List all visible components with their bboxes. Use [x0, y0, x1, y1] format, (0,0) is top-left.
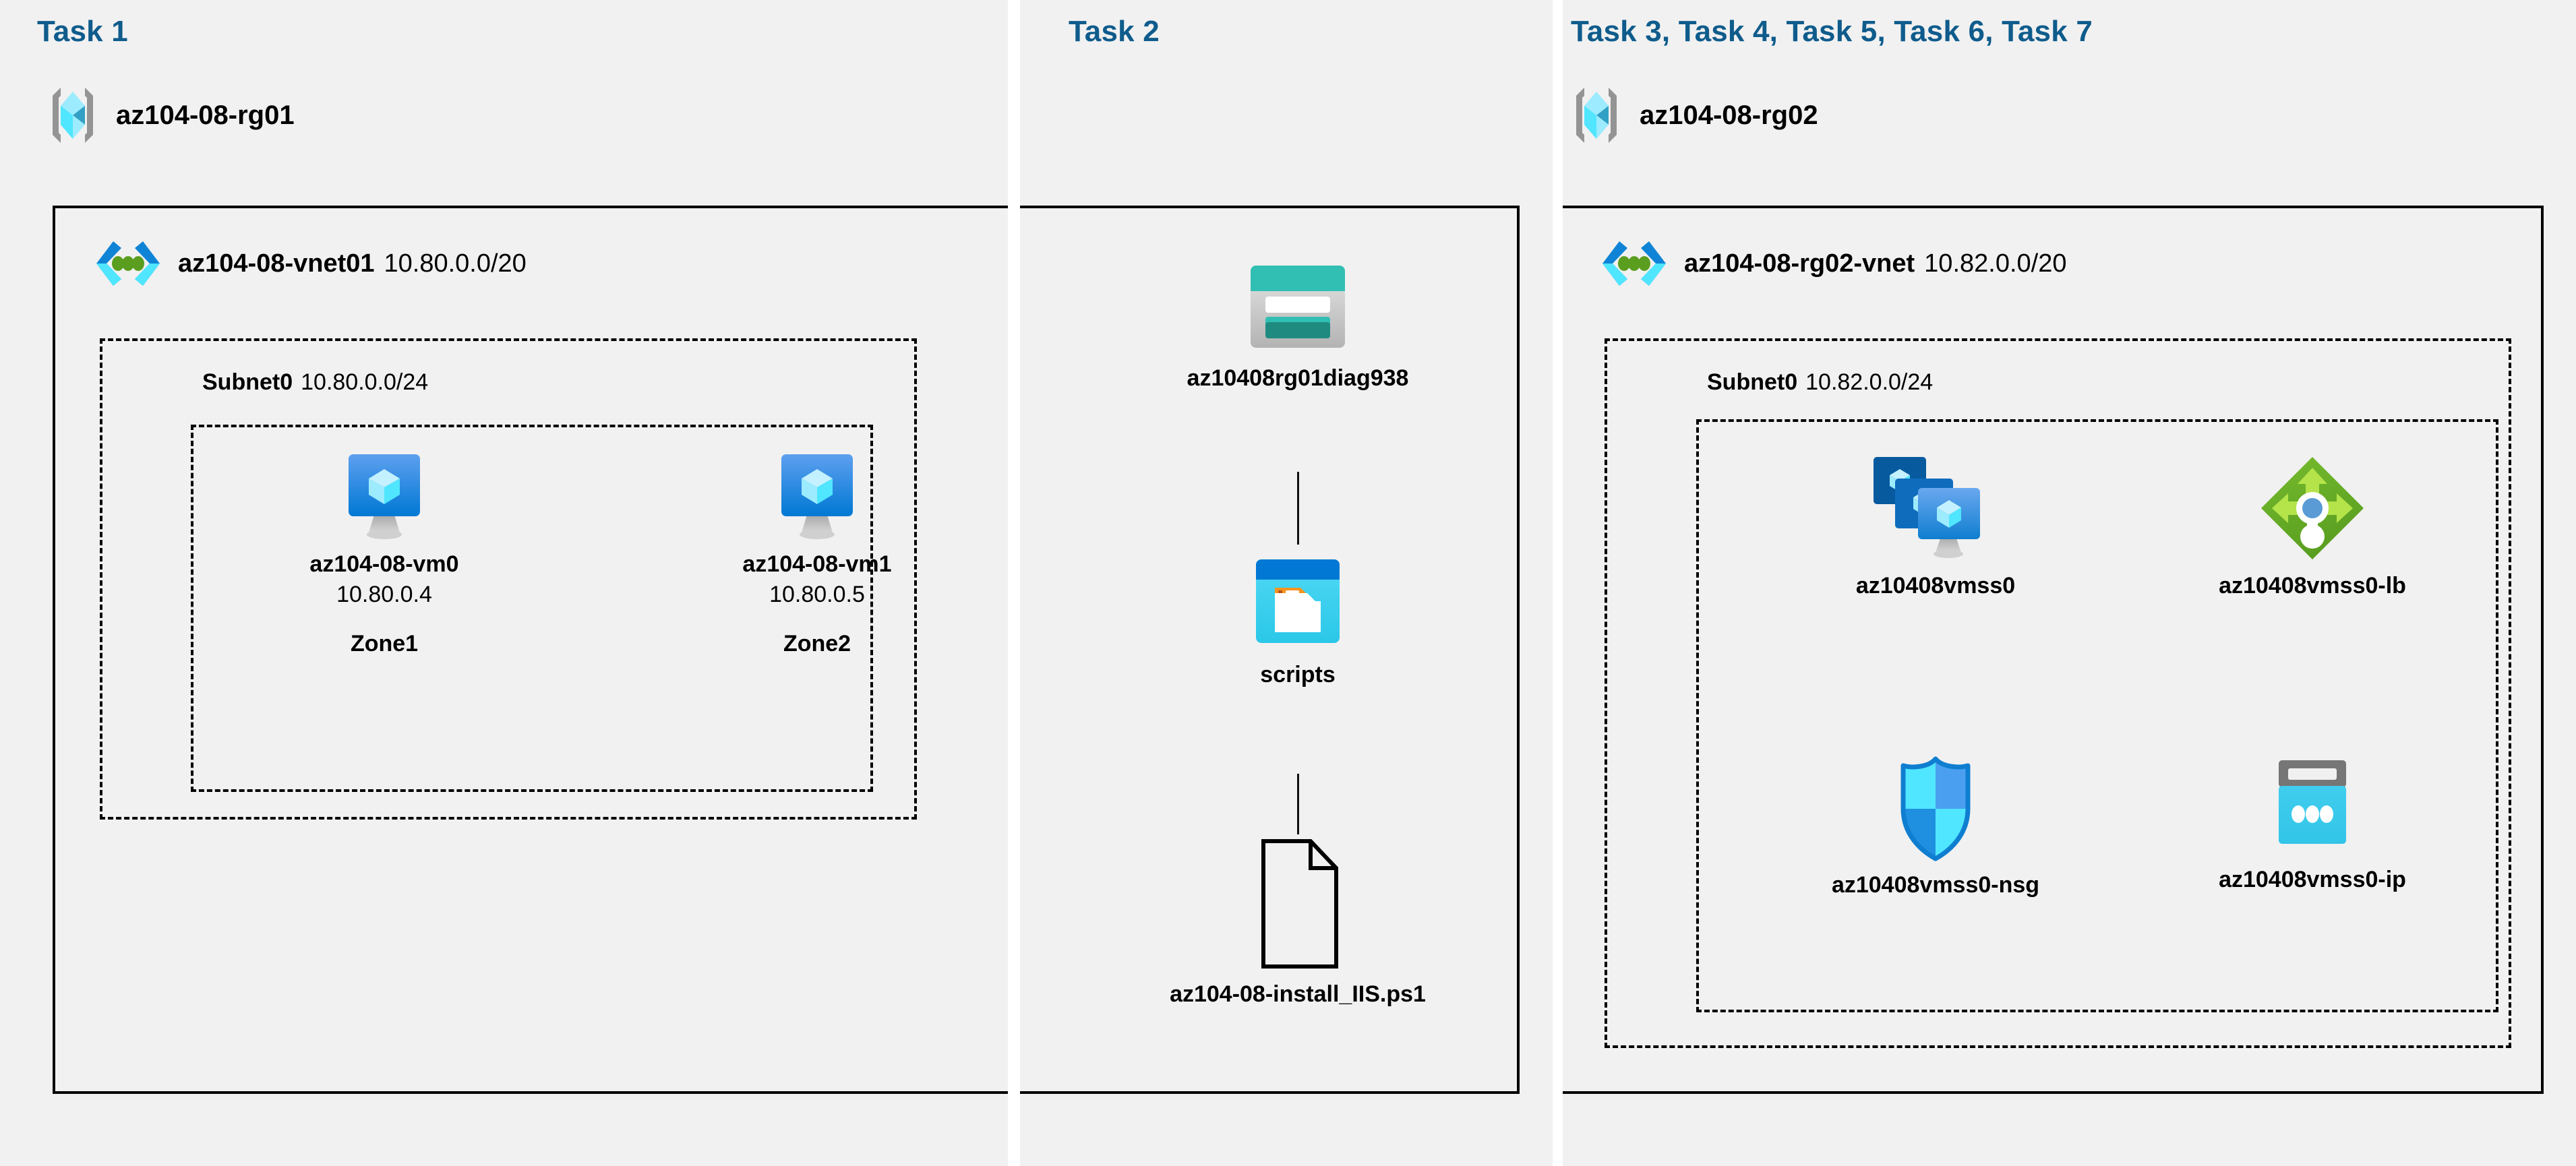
script-file-name: az104-08-install_IIS.ps1	[1170, 981, 1426, 1007]
public-ip-address-icon	[2268, 755, 2357, 857]
vm-scale-set-icon	[1868, 453, 2003, 563]
subnet-boundary-subnet0-vnet01	[100, 338, 917, 820]
nsg-name: az10408vmss0-nsg	[1831, 872, 2040, 898]
availability-zone-group-boundary	[191, 425, 873, 792]
node-script-file[interactable]: az104-08-install_IIS.ps1	[1170, 837, 1426, 1008]
subnet-boundary-subnet0-vnet02	[1605, 338, 2511, 1048]
task-title-2: Task 2	[1069, 15, 1160, 48]
subnet-cidr: 10.82.0.0/24	[1805, 369, 1934, 395]
vm-ip: 10.80.0.5	[769, 582, 865, 607]
subnet-label-vnet01: Subnet0 10.80.0.0/24	[202, 369, 428, 396]
load-balancer-icon	[2257, 453, 2368, 563]
blob-container-name: scripts	[1260, 662, 1336, 687]
vnet-header-vnet02: az104-08-rg02-vnet 10.82.0.0/20	[1599, 237, 2066, 290]
resource-group-header-rg02: az104-08-rg02	[1571, 86, 1818, 144]
subnet-label-vnet02: Subnet0 10.82.0.0/24	[1707, 369, 1933, 396]
node-vm-scale-set[interactable]: az10408vmss0	[1821, 453, 2050, 599]
vnet-boundary-az104-08-vnet01	[53, 206, 1520, 1094]
resource-group-header-rg01: az104-08-rg01	[47, 86, 295, 144]
vmss-name: az10408vmss0	[1855, 573, 2016, 599]
virtual-machine-icon	[340, 450, 428, 542]
vm-zone: Zone2	[783, 631, 851, 656]
node-storage-account[interactable]: az10408rg01diag938	[1183, 256, 1412, 392]
vm-ip: 10.80.0.4	[336, 582, 432, 607]
connector-storage-to-container	[1297, 472, 1299, 545]
panel-task-3-7	[1541, 0, 2576, 1166]
task-title-3: Task 3, Task 4, Task 5, Task 6, Task 7	[1571, 15, 2093, 48]
load-balancer-name: az10408vmss0-lb	[2219, 573, 2406, 599]
node-network-security-group[interactable]: az10408vmss0-nsg	[1821, 755, 2050, 898]
vnet-cidr: 10.80.0.0/20	[384, 249, 527, 278]
blob-container-icon	[1248, 553, 1348, 652]
public-ip-name: az10408vmss0-ip	[2219, 867, 2406, 892]
file-document-icon	[1251, 837, 1344, 972]
storage-account-icon	[1238, 256, 1357, 356]
resource-group-name: az104-08-rg02	[1640, 100, 1818, 130]
vnet-header-vnet01: az104-08-vnet01 10.80.0.0/20	[93, 237, 527, 290]
virtual-network-icon	[93, 237, 163, 290]
panel-gutter-1	[1008, 0, 1020, 1166]
vm-name: az104-08-vm1	[742, 551, 892, 577]
vnet-cidr: 10.82.0.0/20	[1924, 249, 2067, 278]
node-public-ip-address[interactable]: az10408vmss0-ip	[2198, 755, 2427, 893]
vm-name: az104-08-vm0	[309, 551, 459, 577]
vmss-resource-group-boundary	[1696, 419, 2498, 1012]
subnet-name: Subnet0	[1707, 369, 1798, 395]
connector-container-to-script	[1297, 774, 1299, 834]
node-blob-container[interactable]: scripts	[1183, 553, 1412, 688]
panel-gutter-2	[1553, 0, 1563, 1166]
storage-account-name: az10408rg01diag938	[1187, 365, 1409, 391]
subnet-name: Subnet0	[202, 369, 293, 395]
vm-zone: Zone1	[350, 631, 419, 656]
vnet-name: az104-08-vnet01	[178, 249, 375, 278]
virtual-network-icon	[1599, 237, 1669, 290]
resource-group-icon	[47, 86, 98, 144]
network-security-group-icon	[1894, 755, 1977, 863]
resource-group-name: az104-08-rg01	[116, 100, 295, 130]
resource-group-icon	[1571, 86, 1622, 144]
node-az104-08-vm0[interactable]: az104-08-vm0 10.80.0.4 Zone1	[270, 450, 499, 657]
vnet-name: az104-08-rg02-vnet	[1684, 249, 1915, 278]
node-load-balancer[interactable]: az10408vmss0-lb	[2198, 453, 2427, 599]
node-az104-08-vm1[interactable]: az104-08-vm1 10.80.0.5 Zone2	[702, 450, 932, 657]
task-title-1: Task 1	[37, 15, 128, 48]
panel-task-1	[0, 0, 1008, 1166]
virtual-machine-icon	[773, 450, 861, 542]
subnet-cidr: 10.80.0.0/24	[301, 369, 429, 395]
